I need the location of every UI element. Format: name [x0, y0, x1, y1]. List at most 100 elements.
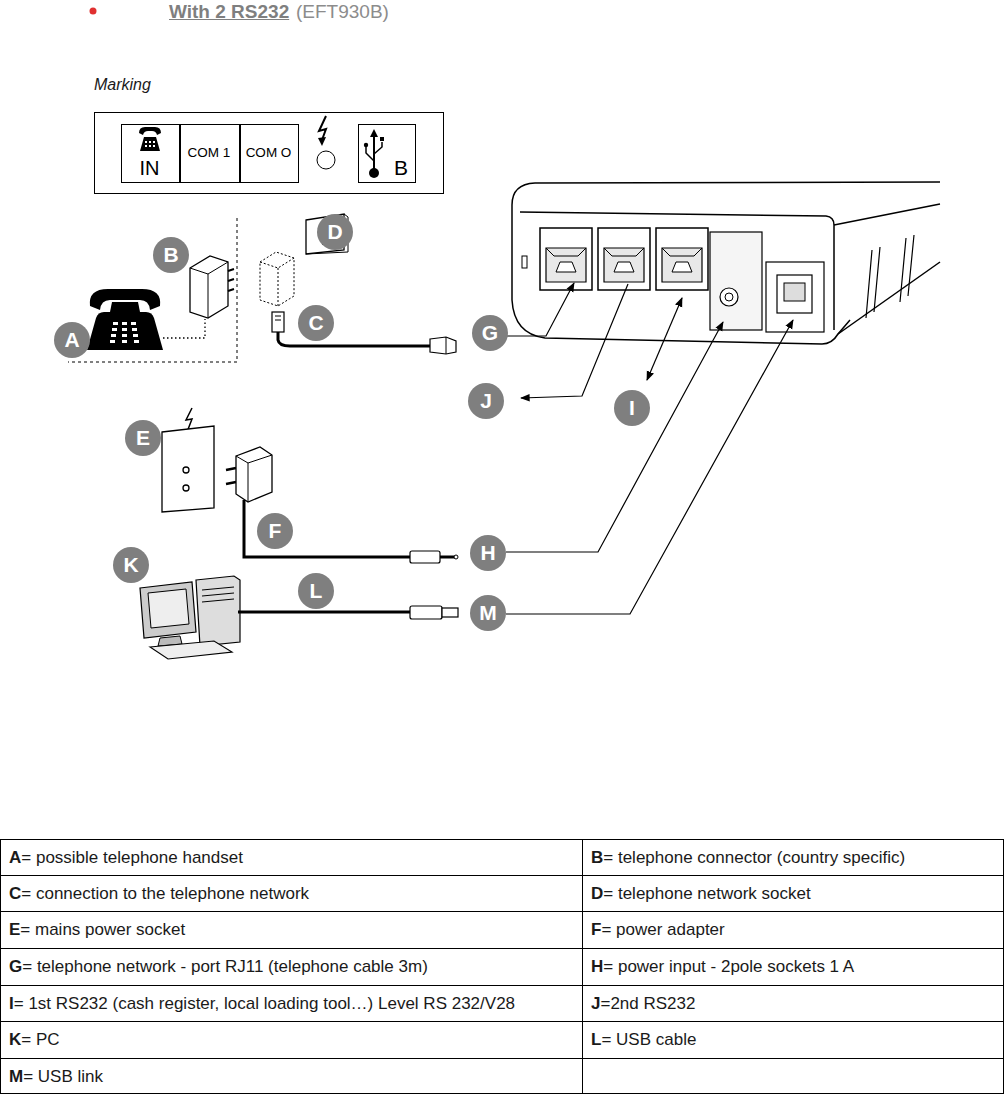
- marking-cell: B: [358, 124, 416, 183]
- callout-key: J: [591, 994, 600, 1014]
- terminal-illustration: [512, 182, 940, 205]
- pc-illustration: [442, 608, 458, 617]
- power-adapter-illustration: [236, 447, 272, 502]
- callout-badge: H: [470, 535, 506, 571]
- telephone-connector-illustration: [68, 218, 237, 362]
- callout-letter: L: [310, 579, 323, 602]
- marking-panel: [145, 145, 147, 147]
- leader-line: [647, 298, 682, 380]
- section-label: Marking: [94, 76, 151, 94]
- callout-letter: J: [480, 389, 492, 412]
- callout-badge: C: [298, 305, 334, 341]
- marking-panel: [145, 141, 147, 143]
- telephone-connector-illustration: [228, 269, 234, 291]
- page-heading: With 2 RS232: [169, 1, 289, 23]
- leader-line: [507, 283, 574, 336]
- telephone-handset-illustration: [122, 322, 127, 325]
- callout-letter: D: [327, 220, 342, 243]
- marking-panel: [318, 137, 326, 146]
- callout-letter: K: [123, 553, 138, 576]
- telephone-handset-illustration: [133, 334, 138, 337]
- power-adapter-illustration: [440, 556, 455, 559]
- power-adapter-illustration: [410, 551, 440, 563]
- callout-letter: G: [482, 321, 498, 344]
- table-grid: [0, 840, 1004, 1094]
- terminal-illustration: [604, 248, 644, 282]
- callout-letter: B: [163, 243, 178, 266]
- callout-letter: C: [308, 311, 323, 334]
- table-grid: [1, 840, 1004, 1094]
- marking-panel: [369, 168, 379, 178]
- terminal-illustration: [662, 248, 702, 282]
- callout-key: A: [9, 848, 21, 868]
- telephone-handset-illustration: [113, 322, 118, 325]
- legend-table-cell: D = telephone network socket: [583, 876, 1003, 911]
- telephone-handset-illustration: [87, 312, 163, 350]
- power-adapter-illustration: [236, 455, 272, 502]
- terminal-illustration: [766, 262, 824, 332]
- terminal-illustration: [672, 262, 692, 272]
- callout-key: D: [591, 884, 603, 904]
- legend-table-cell: G = telephone network - port RJ11 (telep…: [1, 949, 582, 985]
- callout-letter: H: [480, 541, 495, 564]
- terminal-illustration: [512, 182, 940, 344]
- marking-cell: COM 1: [180, 124, 240, 183]
- telephone-handset-illustration: [122, 328, 127, 331]
- terminal-illustration: [540, 228, 592, 290]
- callout-badge: F: [257, 513, 293, 549]
- marking-panel: [140, 137, 160, 151]
- terminal-illustration: [522, 256, 527, 268]
- callout-badge: K: [113, 547, 149, 583]
- pc-illustration: [410, 606, 442, 619]
- legend-table-cell: K = PC: [1, 1022, 582, 1058]
- leader-line: [521, 284, 628, 398]
- callout-letter: E: [136, 426, 150, 449]
- terminal-illustration: [777, 275, 812, 313]
- telephone-handset-illustration: [112, 328, 117, 331]
- callout-badge: G: [472, 315, 508, 351]
- terminal-illustration: [598, 228, 650, 290]
- table-grid: [582, 840, 583, 1094]
- telephone-handset-illustration: [131, 322, 136, 325]
- power-adapter-illustration: [244, 500, 412, 557]
- terminal-illustration: [662, 248, 702, 256]
- legend-table-cell: A = possible telephone handset: [1, 840, 582, 875]
- terminal-illustration: [710, 232, 762, 330]
- telephone-handset-illustration: [134, 340, 139, 343]
- terminal-illustration: [512, 205, 850, 344]
- callout-badge: A: [54, 322, 90, 358]
- terminal-illustration: [725, 293, 733, 301]
- marking-panel: [370, 129, 378, 137]
- terminal-illustration: [614, 262, 634, 272]
- marking-panel: [153, 145, 155, 147]
- telephone-handset-illustration: [110, 302, 140, 312]
- marking-panel: [319, 116, 326, 140]
- callout-key: G: [9, 957, 22, 977]
- network-connection-illustration: [272, 312, 284, 332]
- legend-table-cell: C = connection to the telephone network: [1, 876, 582, 911]
- telephone-handset-illustration: [132, 328, 137, 331]
- marking-cell: IN: [121, 124, 180, 183]
- telephone-handset-illustration: [111, 334, 116, 337]
- callout-badge: M: [470, 595, 506, 631]
- mains-socket-illustration: [183, 467, 189, 473]
- telephone-handset-illustration: [122, 340, 127, 343]
- callout-letter: I: [629, 396, 635, 419]
- marking-panel: [374, 142, 382, 154]
- telephone-connector-illustration: [190, 256, 228, 318]
- callout-key: E: [9, 920, 20, 940]
- marking-panel: [317, 151, 335, 169]
- callout-key: C: [9, 884, 21, 904]
- marking-panel: [149, 145, 151, 147]
- legend-table-cell: E = mains power socket: [1, 912, 582, 948]
- terminal-illustration: [784, 283, 805, 301]
- port-marking: B: [394, 156, 408, 179]
- mains-socket-illustration: [162, 426, 214, 512]
- terminal-illustration: [838, 262, 940, 334]
- callout-badge: D: [317, 214, 353, 250]
- legend-table-cell: B = telephone connector (country specifi…: [583, 840, 1003, 875]
- terminal-illustration: [604, 248, 644, 256]
- callout-badge: B: [153, 237, 189, 273]
- callout-badge: E: [125, 420, 161, 456]
- pc-illustration: [196, 576, 240, 646]
